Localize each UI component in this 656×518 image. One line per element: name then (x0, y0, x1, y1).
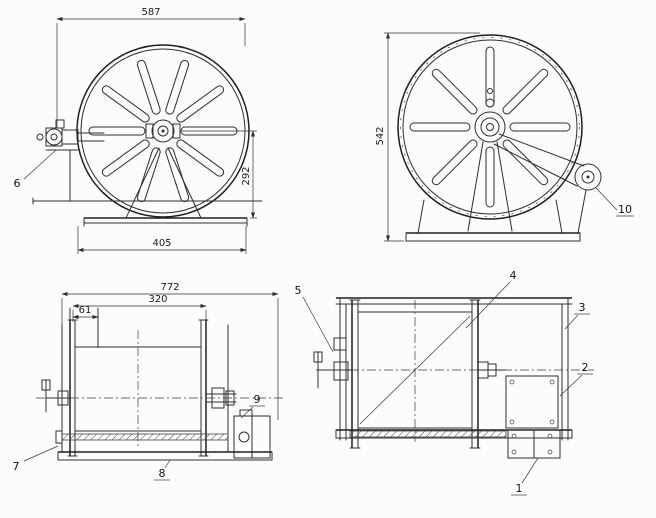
hub (145, 119, 181, 143)
dimension-height: 292 (182, 130, 257, 219)
belt-roller (493, 133, 602, 234)
dimension-overall: 772 (61, 282, 279, 420)
callout-1: 1 (511, 457, 539, 496)
hand-crank (41, 379, 71, 413)
callout-10-label: 10 (618, 203, 632, 216)
dim-drum-label: 320 (148, 294, 167, 305)
callout-7: 7 (13, 445, 59, 473)
axle-coupling (477, 361, 507, 379)
dim-height-label: 542 (375, 126, 386, 145)
base-frame (55, 324, 273, 461)
callout-4: 4 (465, 269, 517, 329)
callout-5-label: 5 (295, 284, 302, 297)
dim-overall-label: 772 (160, 282, 179, 293)
callout-6-label: 6 (14, 177, 21, 190)
dim-height-label: 292 (241, 166, 252, 185)
dimension-base: 405 (77, 226, 247, 254)
dimension-height: 542 (375, 32, 480, 242)
axle-coupling (205, 387, 237, 409)
callout-8: 8 (154, 459, 171, 481)
spokes (409, 46, 571, 208)
view-front-left: 587 (14, 7, 263, 254)
callout-5: 5 (295, 284, 334, 353)
drive-motor (36, 119, 105, 202)
hub (474, 88, 506, 143)
callout-8-label: 8 (159, 467, 166, 480)
drum-assembly (316, 299, 594, 449)
callout-10: 10 (595, 187, 634, 217)
motor-box (233, 409, 271, 459)
dim-base-label: 405 (152, 238, 171, 249)
callout-2-label: 2 (582, 361, 589, 374)
level-wind-rod (349, 430, 507, 438)
callout-3-label: 3 (579, 301, 586, 314)
view-side-right: 5 4 3 2 1 (295, 269, 594, 496)
dim-offset-label: 61 (79, 305, 92, 316)
spokes (88, 59, 238, 203)
reel-wheel (76, 44, 250, 218)
callout-6: 6 (14, 149, 57, 190)
frame-rails (335, 297, 573, 441)
drum-assembly (36, 307, 284, 457)
base-frame (335, 429, 573, 439)
callout-9: 9 (240, 393, 265, 419)
electric-panel (505, 375, 559, 429)
dimension-offset: 61 (72, 305, 99, 348)
callout-3: 3 (564, 301, 590, 330)
guide-rod (32, 197, 263, 205)
callout-4-label: 4 (510, 269, 517, 282)
stand-frame (83, 147, 248, 227)
dimension-drum: 320 (72, 294, 207, 322)
stand-frame (405, 199, 581, 242)
level-wind-rod (61, 433, 229, 441)
callout-9-label: 9 (254, 393, 261, 406)
callout-1-label: 1 (516, 482, 523, 495)
lower-box (507, 429, 561, 459)
view-side-left: 772 320 61 (13, 282, 284, 481)
callout-2: 2 (559, 361, 593, 397)
dimension-width: 587 (56, 7, 246, 128)
callout-7-label: 7 (13, 460, 20, 473)
hand-crank (313, 337, 353, 389)
reel-wheel (397, 34, 583, 232)
dim-width-label: 587 (141, 7, 160, 18)
view-front-right: 542 (375, 32, 634, 242)
